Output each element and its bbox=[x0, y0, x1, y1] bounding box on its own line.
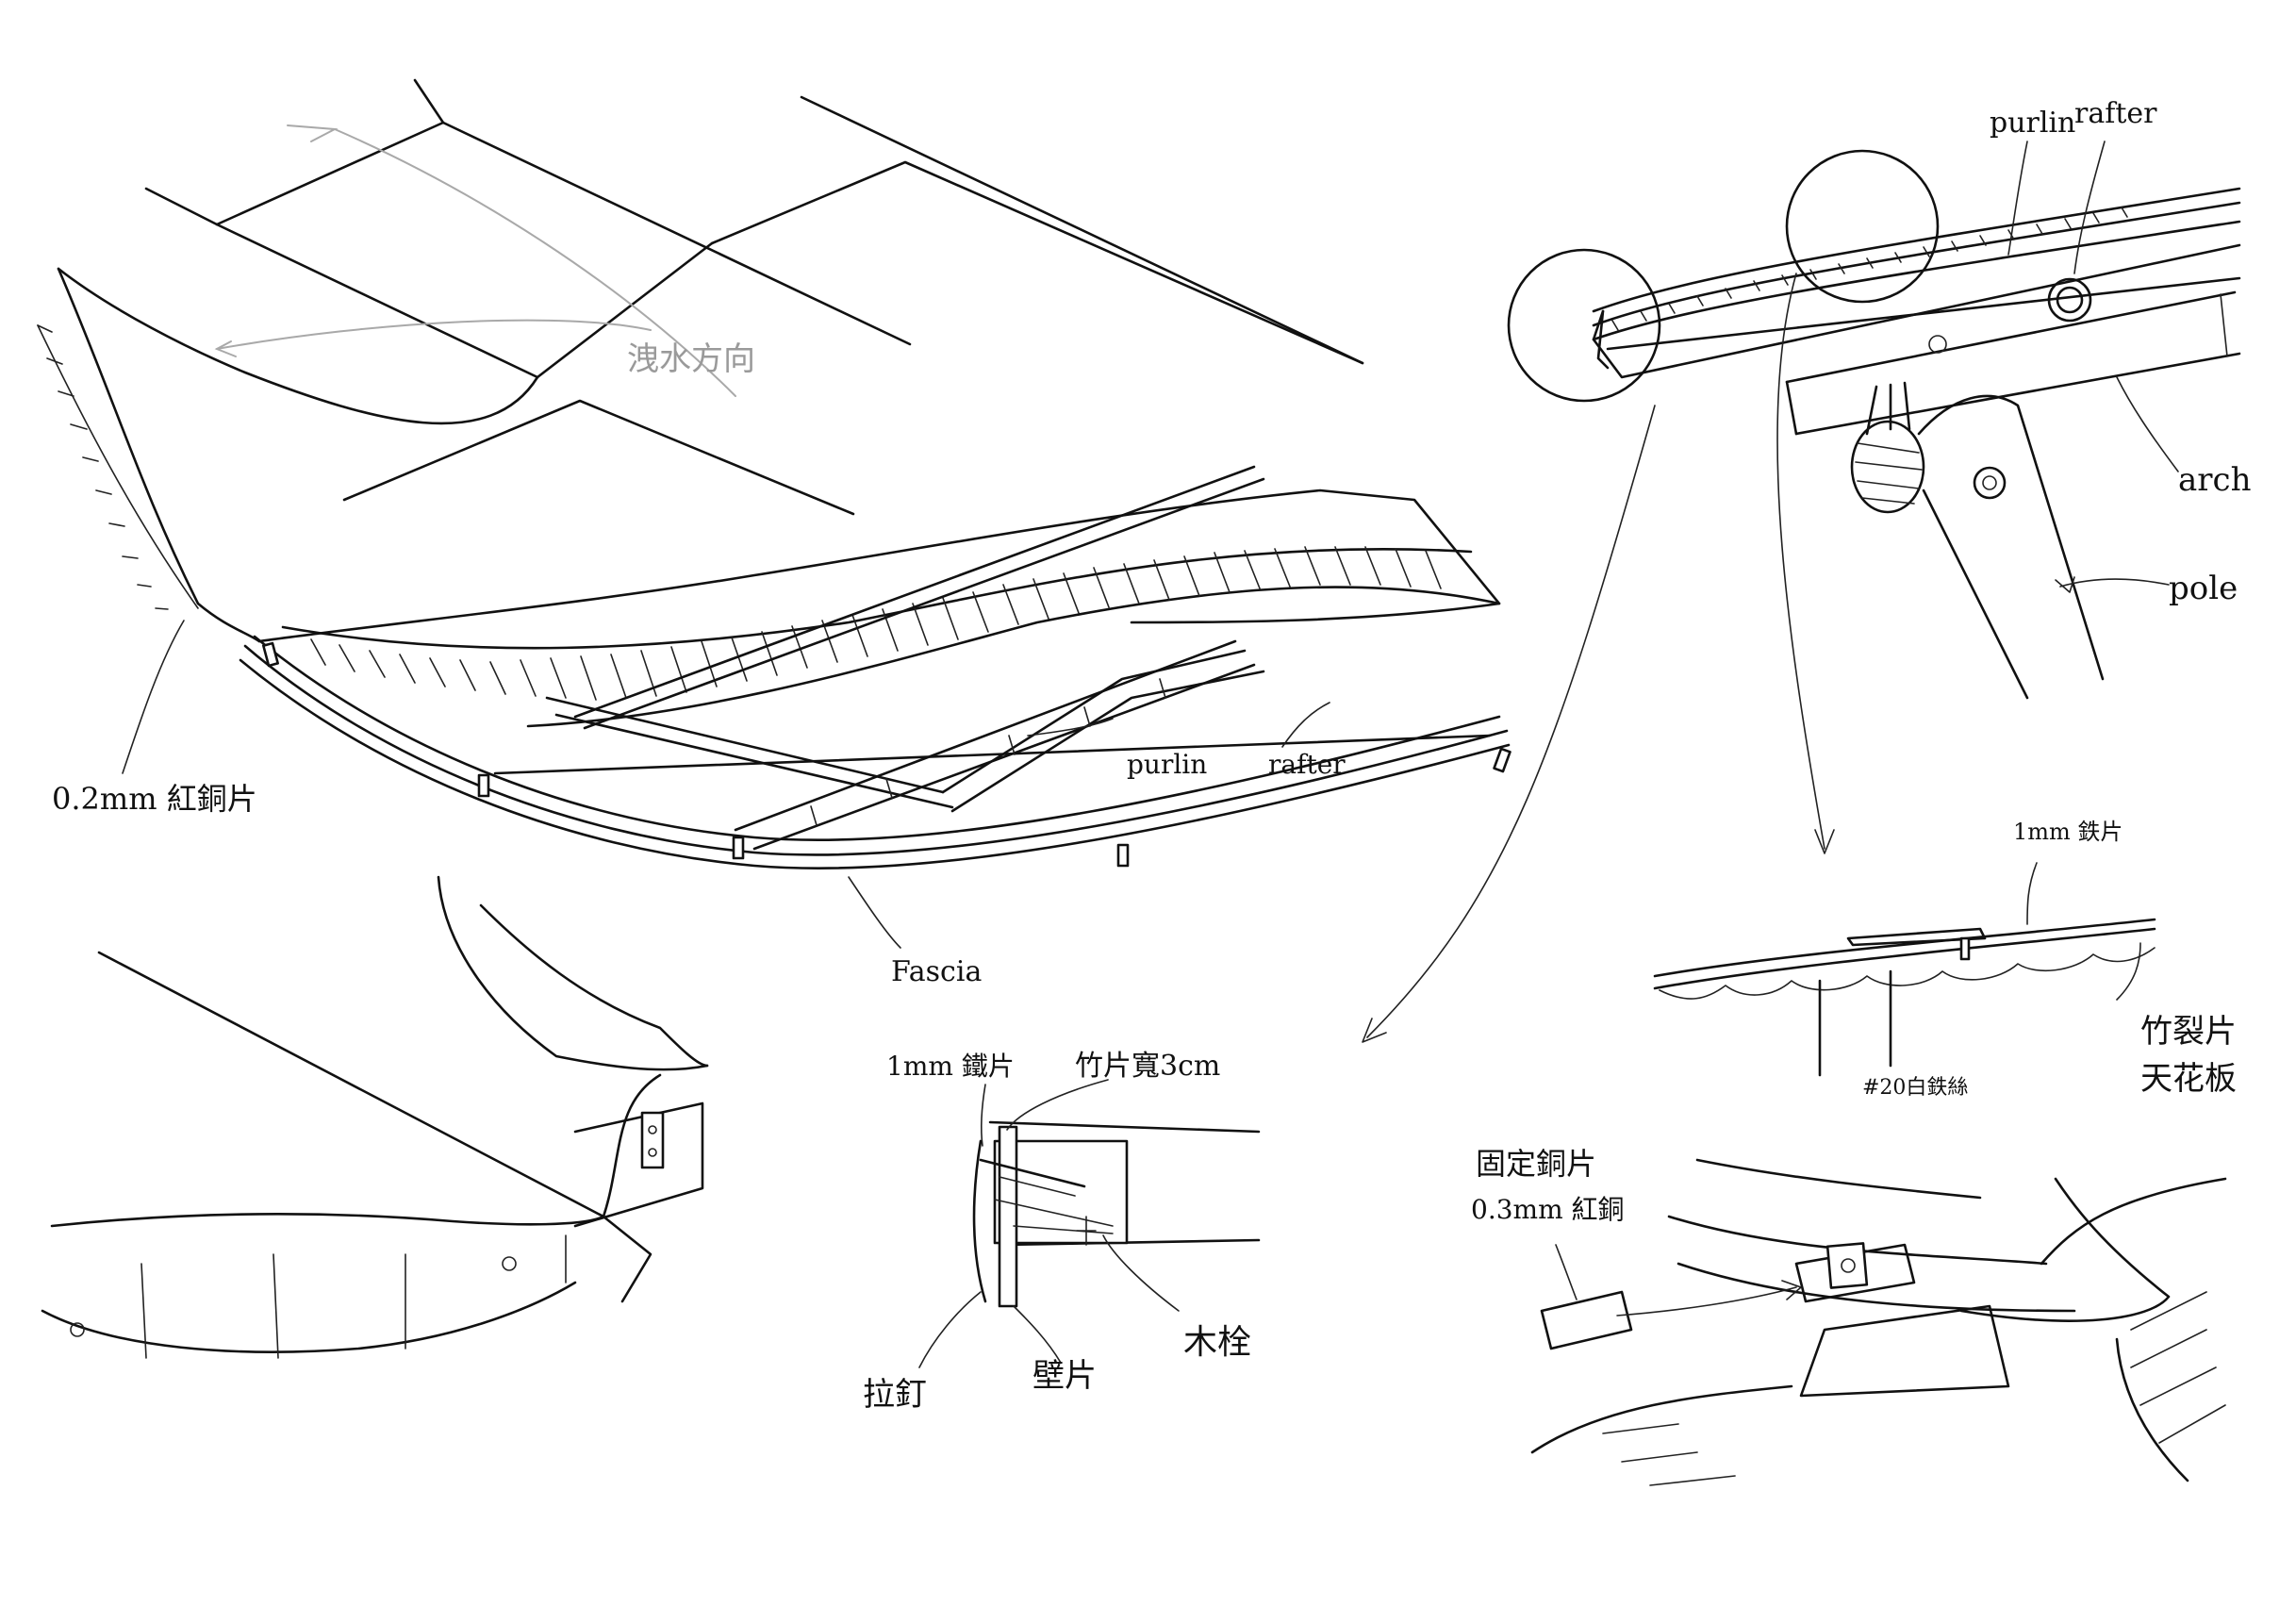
label-white-iron-wire: #20白鉄絲 bbox=[1862, 1076, 1968, 1100]
annotation-labels: 洩水方向 0.2mm 紅銅片 purlin rafter Fascia purl… bbox=[52, 97, 2251, 1414]
ceiling-section-leaders bbox=[2026, 862, 2141, 1001]
label-iron-sheet-right: 1mm 鉄片 bbox=[2013, 819, 2123, 845]
label-rafter-top: rafter bbox=[2074, 97, 2157, 130]
label-bamboo-strip-width: 竹片寬3cm bbox=[1075, 1050, 1220, 1083]
label-purlin-top: purlin bbox=[1990, 107, 2075, 140]
ridge-detail-closeup bbox=[1507, 149, 2241, 700]
label-arch: arch bbox=[2178, 461, 2251, 499]
label-rivet: 拉釘 bbox=[863, 1376, 927, 1414]
label-wall-piece: 壁片 bbox=[1032, 1357, 1097, 1395]
main-roof-perspective bbox=[37, 78, 1511, 870]
label-red-copper-03: 0.3mm 紅銅 bbox=[1471, 1194, 1625, 1225]
main-roof-leaders bbox=[122, 620, 1330, 949]
top-right-leaders bbox=[1362, 141, 2179, 1043]
ceiling-section-detail bbox=[1653, 918, 2156, 1077]
label-wooden-plug: 木栓 bbox=[1183, 1323, 1251, 1362]
label-ceiling-board: 天花板 bbox=[2140, 1060, 2237, 1098]
label-fascia: Fascia bbox=[891, 955, 982, 988]
label-flow-direction: 洩水方向 bbox=[627, 340, 755, 378]
label-bamboo-split: 竹裂片 bbox=[2140, 1013, 2237, 1051]
label-rafter-main: rafter bbox=[1268, 749, 1346, 780]
fascia-section-leaders bbox=[918, 1079, 1180, 1368]
label-copper-sheet-02: 0.2mm 紅銅片 bbox=[52, 781, 257, 817]
label-pole: pole bbox=[2169, 570, 2238, 607]
label-fix-copper-sheet: 固定銅片 bbox=[1476, 1146, 1596, 1182]
label-iron-sheet-center: 1mm 鐵片 bbox=[886, 1051, 1015, 1082]
eave-corner-perspective bbox=[41, 875, 709, 1359]
fascia-section-detail bbox=[972, 1120, 1261, 1308]
label-purlin-main: purlin bbox=[1127, 749, 1207, 780]
copper-clip-perspective bbox=[1530, 1158, 2227, 1486]
